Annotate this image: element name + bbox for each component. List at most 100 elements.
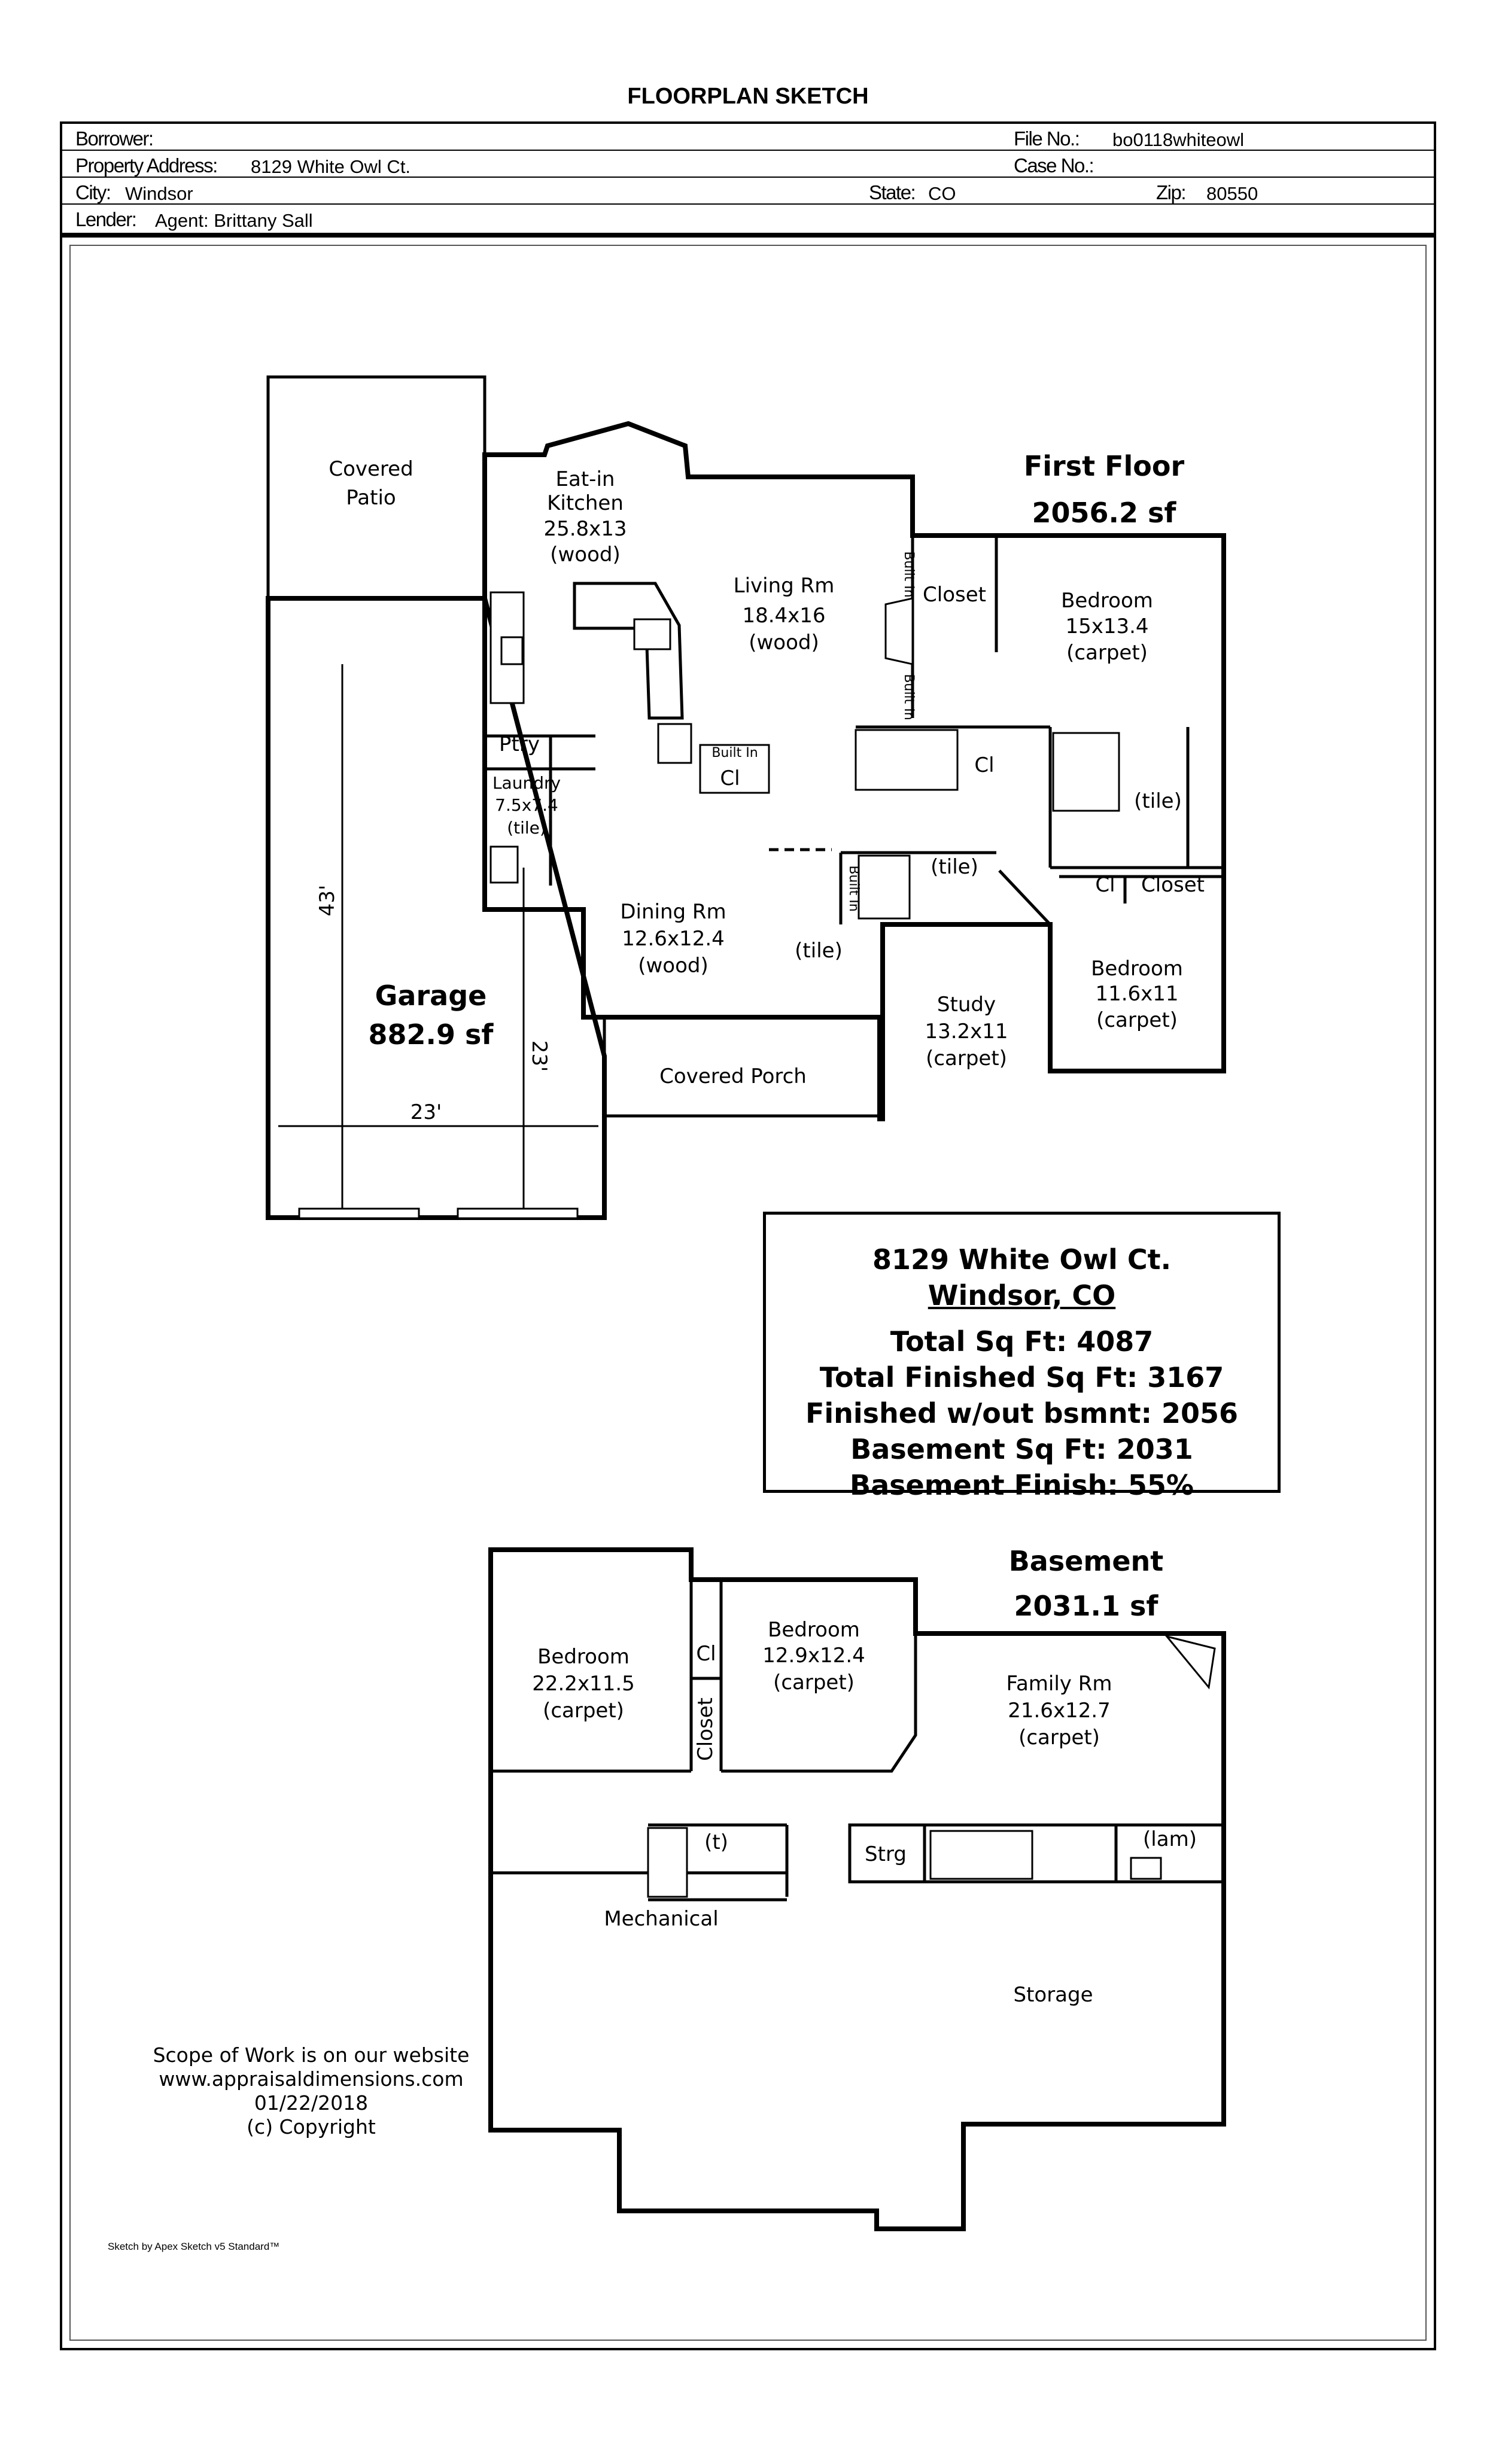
first-floor-outline xyxy=(482,421,1226,1121)
covered-patio-label-2: Patio xyxy=(346,486,396,510)
covered-porch-label: Covered Porch xyxy=(659,1064,807,1088)
closet-label: Closet xyxy=(923,583,986,607)
cl-label-1: Cl xyxy=(720,766,740,790)
cl-label-2: Cl xyxy=(974,753,994,777)
covered-porch-outline xyxy=(603,1015,881,1118)
kitchen-sink xyxy=(633,618,671,650)
lam-sink xyxy=(1130,1857,1162,1880)
city-label: City: xyxy=(75,181,111,203)
bedroom2-label-2: 11.6x11 xyxy=(1095,982,1178,1006)
fireplace xyxy=(884,597,914,665)
laundry-sink xyxy=(489,845,519,884)
basement-plan xyxy=(488,1547,1226,2231)
header-row-borrower: Borrower: File No.: bo0118whiteowl xyxy=(62,124,1434,151)
kitchen-cooktop xyxy=(500,636,524,665)
laundry-label-3: (tile) xyxy=(507,818,546,838)
summary-city: Windsor, CO xyxy=(928,1279,1116,1312)
laundry-label-1: Laundry xyxy=(492,773,561,793)
dining-label-1: Dining Rm xyxy=(620,900,726,924)
summary-finished-wo-bsmt: Finished w/out bsmnt: 2056 xyxy=(805,1397,1239,1429)
footer-line-2: www.appraisaldimensions.com xyxy=(159,2067,464,2091)
garage-area: 882.9 sf xyxy=(369,1018,494,1051)
stairs-row xyxy=(848,1823,1226,1884)
first-floor-plan xyxy=(266,375,1226,1220)
kitchen-label-3: 25.8x13 xyxy=(543,517,627,541)
shower-bedroom1 xyxy=(1052,732,1120,812)
living-label-1: Living Rm xyxy=(734,574,835,598)
state-label: State: xyxy=(869,181,916,203)
zip-label: Zip: xyxy=(1156,181,1187,203)
wall-study-diag xyxy=(998,869,1051,926)
basement-title: Basement xyxy=(1009,1545,1164,1577)
sketch-sheet-inner-border xyxy=(69,245,1427,2341)
study-label-3: (carpet) xyxy=(926,1047,1007,1070)
borrower-label: Borrower: xyxy=(75,127,154,150)
header-table: Borrower: File No.: bo0118whiteowl Prope… xyxy=(60,121,1436,235)
header-row-lender: Lender: Agent: Brittany Sall xyxy=(62,205,1434,232)
pantry-label: Ptry xyxy=(499,732,540,756)
garage-door-right xyxy=(457,1207,579,1219)
lender-label: Lender: xyxy=(75,208,137,230)
dining-label-2: 12.6x12.4 xyxy=(622,927,725,951)
tile-label-1: (tile) xyxy=(1134,789,1182,813)
dining-label-3: (wood) xyxy=(638,954,709,978)
family-label-3: (carpet) xyxy=(1018,1726,1100,1750)
summary-total: Total Sq Ft: 4087 xyxy=(890,1325,1154,1358)
bedroom-b-label-3: (carpet) xyxy=(773,1671,855,1695)
zip-value: 80550 xyxy=(1206,183,1258,204)
kitchen-fridge xyxy=(657,723,692,764)
header-row-address: Property Address: 8129 White Owl Ct. Cas… xyxy=(62,151,1434,178)
sketch-credit: Sketch by Apex Sketch v5 Standard™ xyxy=(108,2241,280,2252)
bedroom1-label-3: (carpet) xyxy=(1066,641,1148,665)
bedroom-b-outline xyxy=(721,1578,917,1773)
bedroom1-label-2: 15x13.4 xyxy=(1065,615,1148,638)
family-label-1: Family Rm xyxy=(1007,1672,1112,1696)
built-in-cabinet xyxy=(699,744,770,794)
bedroom-b-label-2: 12.9x12.4 xyxy=(762,1644,865,1668)
basement-closet-label: Closet xyxy=(694,1698,717,1761)
bedroom-a-label-1: Bedroom xyxy=(537,1645,630,1669)
strg-label: Strg xyxy=(865,1842,907,1866)
bedroom2-label-3: (carpet) xyxy=(1096,1008,1178,1032)
bedroom-b-label-1: Bedroom xyxy=(768,1618,860,1642)
covered-patio-label-1: Covered xyxy=(329,457,413,481)
first-floor-area: 2056.2 sf xyxy=(1032,497,1177,529)
property-address-value: 8129 White Owl Ct. xyxy=(251,156,411,177)
storage-label: Storage xyxy=(1013,1983,1093,2007)
file-no-value: bo0118whiteowl xyxy=(1112,129,1245,150)
page-title: FLOORPLAN SKETCH xyxy=(627,84,869,109)
property-address-label: Property Address: xyxy=(75,154,218,177)
lam-label: (lam) xyxy=(1143,1827,1197,1851)
first-floor-stairs xyxy=(855,729,959,791)
sketch-sheet xyxy=(60,235,1436,2350)
living-label-2: 18.4x16 xyxy=(742,604,825,628)
shower-basement xyxy=(647,1827,688,1898)
footer-line-3: 01/22/2018 xyxy=(254,2091,369,2115)
city-value: Windsor xyxy=(125,183,193,204)
built-in-label-1: Built In xyxy=(901,551,916,597)
cl-label-3: Cl xyxy=(1095,873,1115,897)
built-in-label-3: Built In xyxy=(711,746,758,761)
garage-dim-width: 23' xyxy=(411,1100,442,1124)
bedroom2-label-1: Bedroom xyxy=(1091,957,1183,981)
bedroom-a-label-2: 22.2x11.5 xyxy=(532,1672,635,1696)
built-in-label-4: Built In xyxy=(846,865,861,911)
basement-t-label: (t) xyxy=(704,1830,728,1854)
bedroom-a-label-3: (carpet) xyxy=(543,1699,624,1723)
tile-label-2: (tile) xyxy=(931,855,978,879)
garage-dim-side: 23' xyxy=(527,1041,551,1072)
closet2-label: Closet xyxy=(1141,873,1205,897)
footer-line-1: Scope of Work is on our website xyxy=(153,2043,470,2067)
kitchen-island xyxy=(573,582,684,720)
living-label-3: (wood) xyxy=(749,631,819,655)
header-row-city: City: Windsor State: CO Zip: 80550 xyxy=(62,178,1434,205)
laundry-label-2: 7.5x7.4 xyxy=(495,795,558,815)
garage-title: Garage xyxy=(375,979,487,1012)
tile-label-3: (tile) xyxy=(795,939,843,963)
summary-total-finished: Total Finished Sq Ft: 3167 xyxy=(819,1361,1224,1394)
kitchen-label-1: Eat-in xyxy=(556,467,615,491)
bedroom1-label-1: Bedroom xyxy=(1061,589,1153,613)
garage-door-left xyxy=(298,1207,420,1219)
basement-fireplace xyxy=(1164,1635,1216,1690)
